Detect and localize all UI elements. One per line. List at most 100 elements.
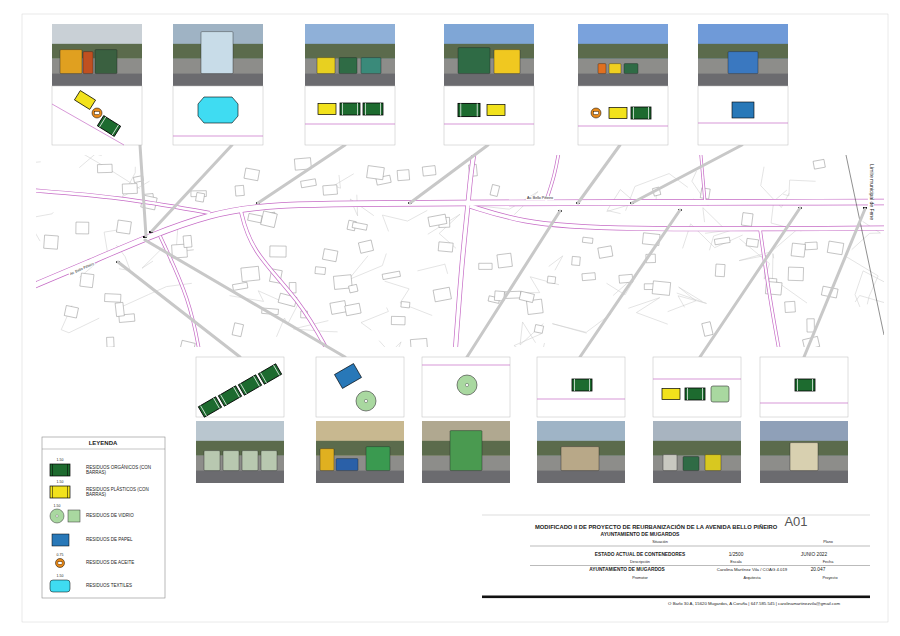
field-caption: Escala xyxy=(730,559,741,563)
building-outline xyxy=(391,316,405,325)
building-outline xyxy=(497,253,512,268)
building-outline xyxy=(397,170,409,181)
parcel-line xyxy=(783,180,815,196)
road-surface xyxy=(760,229,780,347)
building-outline xyxy=(352,222,367,230)
swatch-shape xyxy=(68,510,80,522)
bottom-panel xyxy=(422,357,510,483)
top-panel xyxy=(173,24,263,145)
bottom-panel xyxy=(196,357,284,483)
org-container-symbol xyxy=(238,375,261,395)
field-caption: Promotor xyxy=(632,576,648,580)
container-bar xyxy=(365,103,366,115)
pla-container-symbol xyxy=(487,105,505,116)
site-photo xyxy=(444,24,534,86)
parcel-line xyxy=(348,254,386,280)
building-outline xyxy=(547,276,556,284)
legend-text: RESIDUOS PLÁSTICOS (CON BARRAS) xyxy=(86,487,158,498)
panel-plan-box xyxy=(578,86,668,145)
title-rule xyxy=(530,565,870,566)
leader-line xyxy=(632,145,742,203)
panel-road-edge xyxy=(578,126,668,127)
building-outline xyxy=(261,211,278,228)
road-surface xyxy=(470,206,884,229)
building-outline xyxy=(301,179,317,188)
site-photo xyxy=(653,421,741,483)
legend-swatch xyxy=(50,464,70,476)
bottom-panel-symbols xyxy=(457,375,477,395)
pla-container-symbol xyxy=(609,108,627,119)
site-photo xyxy=(537,421,625,483)
org-container-symbol xyxy=(795,379,815,391)
building-outline xyxy=(76,222,89,234)
bottom-panel-symbols xyxy=(198,364,281,417)
container-bar xyxy=(253,376,259,386)
building-outline xyxy=(270,246,286,257)
photo-container xyxy=(683,457,699,471)
building-outline xyxy=(330,301,347,315)
panel-road-edge xyxy=(52,104,124,145)
building-outline xyxy=(813,159,825,169)
architect-value: Carolina Martínez Vila / COAG 4.019 xyxy=(717,568,787,573)
photo-container xyxy=(60,50,82,74)
road-edge xyxy=(240,207,330,347)
container-bar xyxy=(357,103,358,115)
project-title: MODIFICADO II DE PROYECTO DE REURBANIZAC… xyxy=(535,524,777,531)
container-body xyxy=(457,375,477,395)
leader-line xyxy=(152,145,232,231)
container-body xyxy=(198,97,238,123)
photo-container xyxy=(609,64,621,74)
photo-container xyxy=(366,447,390,471)
bottom-panel xyxy=(653,357,741,483)
building-outline xyxy=(598,246,613,259)
leader-line xyxy=(804,209,865,357)
building-outline xyxy=(244,168,260,181)
ace-container-symbol xyxy=(591,108,601,118)
legend-rule xyxy=(42,449,165,450)
swatch-shape xyxy=(50,464,70,476)
photo-sky xyxy=(578,24,668,86)
building-outline xyxy=(490,184,500,196)
building-outline xyxy=(785,301,796,312)
bottom-panel-symbols xyxy=(572,379,592,391)
parcel-line xyxy=(276,304,297,336)
container-bar xyxy=(797,379,798,391)
photo-container xyxy=(458,48,490,74)
scale-value: 1/2500 xyxy=(729,552,744,558)
title-rule xyxy=(482,515,870,516)
panel-road-edge xyxy=(653,379,741,380)
container-body xyxy=(363,103,383,115)
promoter-value: AYUNTAMIENTO DE MUGARDOS xyxy=(589,567,665,573)
bottom-panel-symbols xyxy=(334,364,376,411)
parcel-line xyxy=(855,271,884,307)
sheet-border xyxy=(22,14,888,622)
photo-container xyxy=(320,449,334,471)
org-container-symbol xyxy=(631,107,651,119)
panel-plan-box xyxy=(653,357,741,417)
photo-sky xyxy=(52,24,142,86)
swatch-shape xyxy=(56,559,65,568)
top-panel-symbols xyxy=(732,102,754,118)
ace-container-symbol xyxy=(92,108,102,118)
dimension: 1.50 xyxy=(57,458,64,462)
container-bar xyxy=(112,125,118,135)
road-edge xyxy=(455,155,475,347)
photo-road xyxy=(760,471,848,483)
leader-line xyxy=(118,262,240,357)
swatch-bar xyxy=(52,464,53,476)
site-photo xyxy=(305,24,395,86)
leader-line xyxy=(140,145,146,236)
parcel-line xyxy=(846,257,878,305)
container-body xyxy=(340,103,360,115)
title-bar xyxy=(482,596,870,599)
panel-plan-box xyxy=(173,86,263,145)
panel-plan-box xyxy=(537,357,625,417)
photo-container xyxy=(624,64,638,74)
building-outline xyxy=(115,302,124,316)
parcel-line xyxy=(382,210,427,231)
building-outline xyxy=(358,240,373,253)
building-outline xyxy=(232,323,243,337)
container-bar xyxy=(201,406,207,416)
photo-container xyxy=(598,64,606,74)
building-outline xyxy=(382,271,400,279)
